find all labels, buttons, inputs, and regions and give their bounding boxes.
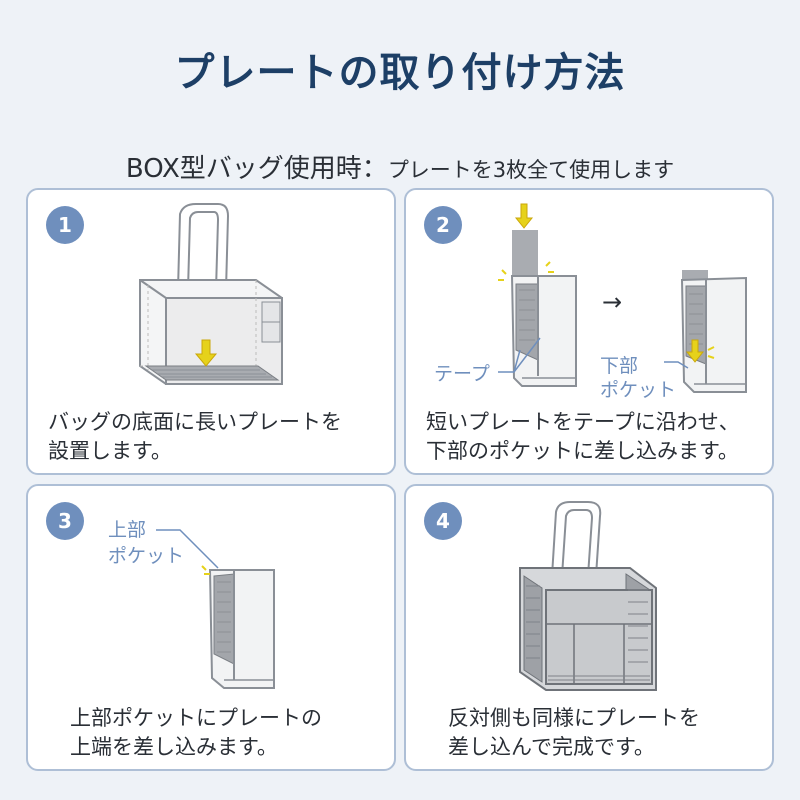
step-card-1: 1 バッグの底面に長いプレートを 設置します。 — [26, 188, 396, 475]
page-title: プレートの取り付け方法 — [174, 50, 626, 96]
step-caption-1: バッグの底面に長いプレートを 設置します。 — [48, 410, 342, 463]
upper-pocket-label-2: ポケット — [108, 545, 185, 567]
subtitle-main: BOX型バッグ使用時： — [125, 154, 388, 184]
upper-pocket-label-1: 上部 — [108, 519, 147, 541]
bag-bottom-plate-illustration — [139, 203, 283, 385]
next-arrow: → — [602, 288, 623, 316]
page-subtitle: BOX型バッグ使用時：プレートを3枚全て使用します — [0, 148, 800, 185]
step-badge-1: 1 — [46, 206, 84, 244]
side-plate-insert-illustration — [498, 203, 747, 393]
step-badge-3: 3 — [46, 502, 84, 540]
step-card-2: 2 → テープ 下部 ポケット 短いプレートをテープに沿わせ、 下部のポケットに… — [404, 188, 774, 475]
step-badge-4: 4 — [424, 502, 462, 540]
step-card-3: 3 上部 ポケット 上部ポケットにプレートの 上端を差し込みます。 — [26, 484, 396, 771]
step-caption-3: 上部ポケットにプレートの 上端を差し込みます。 — [70, 706, 322, 759]
step-card-4: 4 反対側も同様にプレートを 差し込んで完成です。 — [404, 484, 774, 771]
completed-bag-illustration — [519, 501, 657, 691]
lower-pocket-label-2: ポケット — [600, 379, 677, 401]
upper-pocket-insert-illustration — [156, 529, 275, 689]
tape-label: テープ — [434, 363, 490, 385]
step-caption-4: 反対側も同様にプレートを 差し込んで完成です。 — [448, 706, 700, 759]
step-caption-2: 短いプレートをテープに沿わせ、 下部のポケットに差し込みます。 — [426, 410, 740, 463]
subtitle-detail: プレートを3枚全て使用します — [387, 158, 675, 182]
lower-pocket-label-1: 下部 — [600, 355, 639, 377]
step-badge-2: 2 — [424, 206, 462, 244]
